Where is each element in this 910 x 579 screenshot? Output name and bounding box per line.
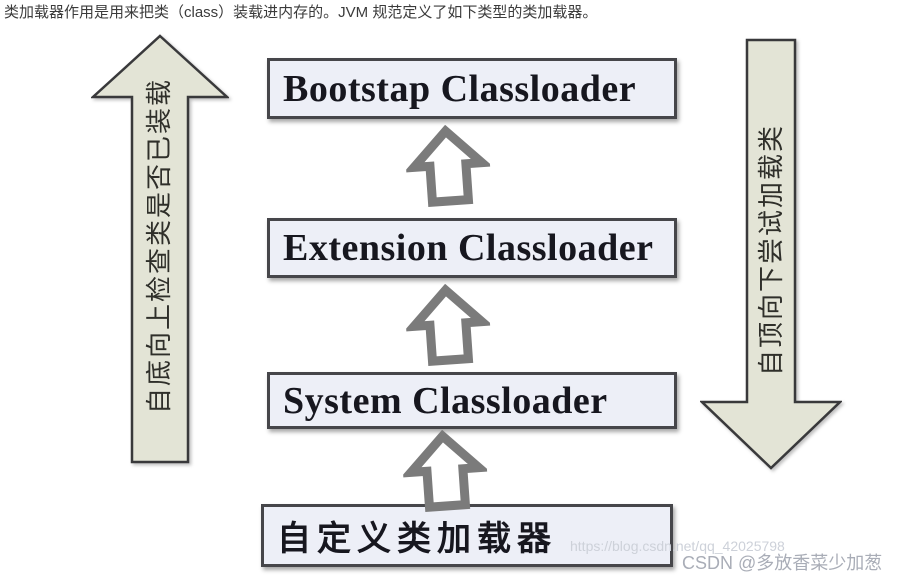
box-label: 自定义类加载器 <box>277 521 557 558</box>
hollow-up-arrow-icon <box>403 124 493 207</box>
hollow-up-arrow-icon <box>403 283 493 366</box>
watermark-credit: CSDN @多放香菜少加葱 <box>682 553 883 573</box>
up-block-arrow-icon <box>91 34 229 464</box>
box-bootstrap-classloader: Bootstap Classloader <box>267 58 677 119</box>
watermark-url: https://blog.csdn.net/qq_42025798 <box>570 538 785 554</box>
box-custom-classloader: 自定义类加载器 <box>261 504 673 567</box>
box-extension-classloader: Extension Classloader <box>267 218 677 278</box>
box-label: Bootstap Classloader <box>283 67 637 110</box>
box-label: System Classloader <box>283 379 608 422</box>
left-arrow-label: 自底向上检查类是否已装载 <box>145 78 174 415</box>
down-block-arrow-icon <box>700 38 842 470</box>
intro-text: 类加载器作用是用来把类（class）装载进内存的。JVM 规范定义了如下类型的类… <box>4 4 598 21</box>
right-arrow-label: 自顶向下尝试加载类 <box>757 124 786 377</box>
hollow-up-arrow-icon <box>400 429 490 512</box>
box-label: Extension Classloader <box>283 227 654 269</box>
box-system-classloader: System Classloader <box>267 372 677 429</box>
